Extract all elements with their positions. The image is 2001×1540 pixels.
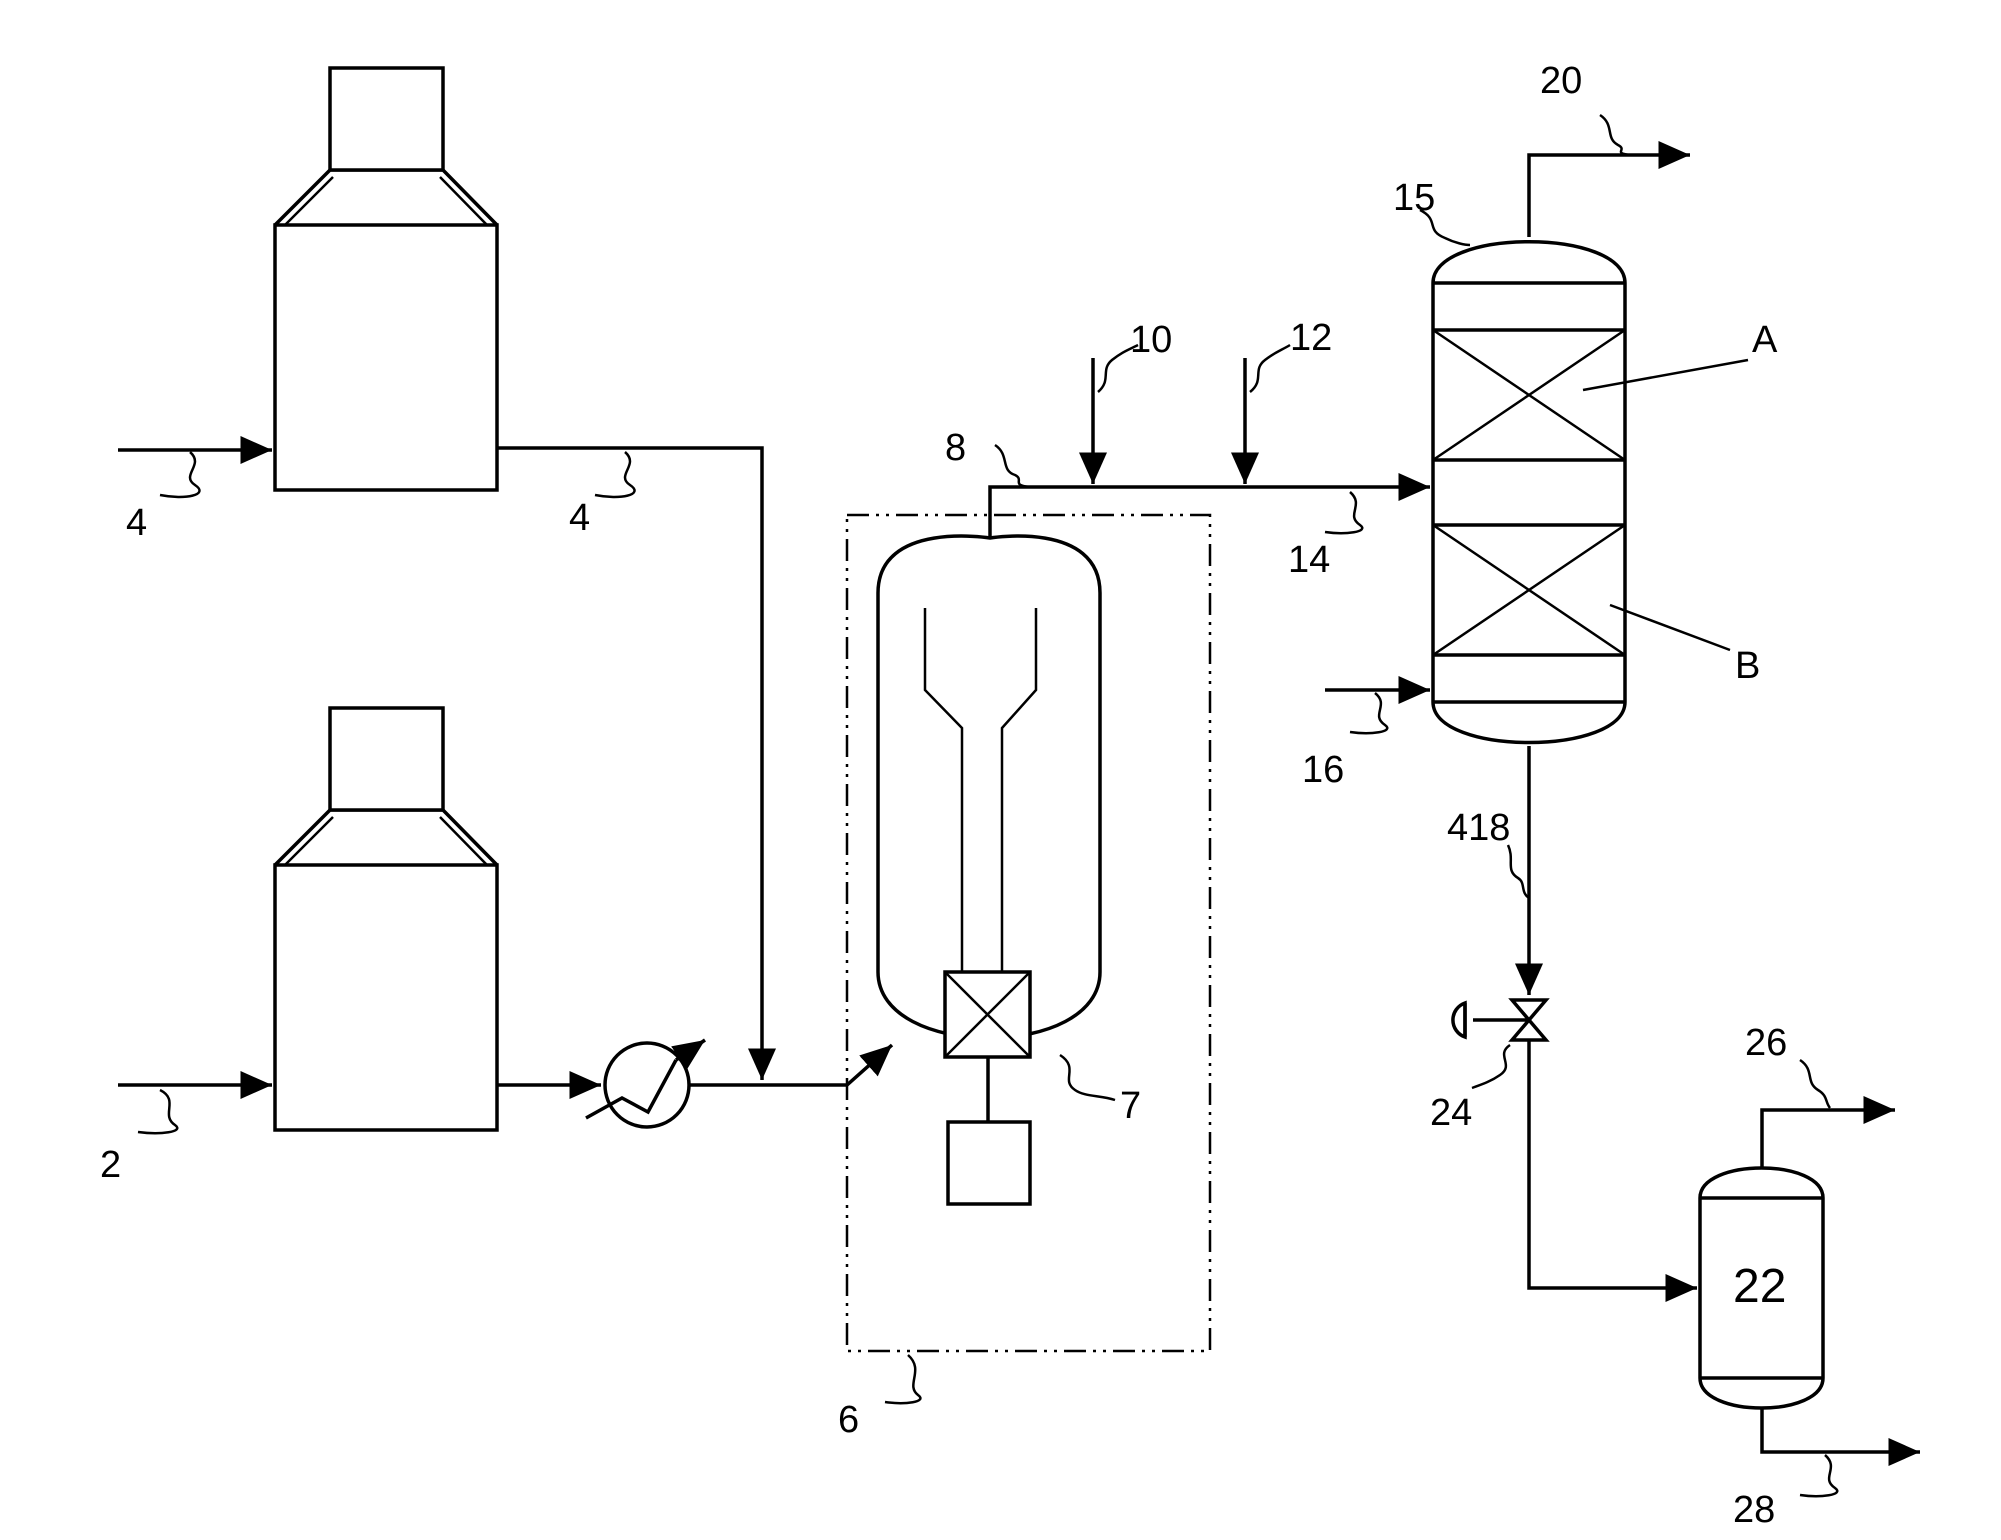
stream-28-leader [1800, 1455, 1837, 1496]
upper-feed-tank [275, 68, 497, 490]
label-stream-4-out: 4 [569, 497, 590, 539]
label-bed-a: A [1752, 319, 1778, 361]
stream-20-leader [1600, 115, 1630, 155]
stream-4-outlet-line [497, 448, 762, 1080]
valve-24-leader [1472, 1045, 1510, 1088]
stream-26-line [1762, 1110, 1895, 1168]
stream-8-leader [995, 445, 1030, 487]
label-unit-6: 6 [838, 1399, 859, 1441]
control-valve-24 [1453, 1000, 1546, 1040]
label-stream-16: 16 [1302, 749, 1344, 791]
label-stream-418: 418 [1447, 807, 1510, 849]
label-valve-24: 24 [1430, 1092, 1472, 1134]
stream-28-line [1762, 1408, 1920, 1452]
bed-b-leader [1610, 605, 1730, 650]
stream-4-outlet-leader [595, 452, 635, 497]
unit-7-leader [1060, 1055, 1115, 1100]
valve-to-vessel-line [1529, 1040, 1697, 1288]
label-bed-b: B [1735, 645, 1760, 687]
label-unit-7: 7 [1120, 1085, 1141, 1127]
stream-14-leader [1325, 492, 1362, 533]
stream-20-line [1529, 155, 1690, 237]
unit-6-leader [885, 1355, 920, 1403]
lower-feed-tank [275, 708, 497, 1130]
stream-16-leader [1350, 693, 1387, 733]
label-stream-26: 26 [1745, 1022, 1787, 1064]
heat-exchanger [586, 1040, 705, 1127]
reactor-vessel-7 [878, 536, 1100, 1204]
stream-26-leader [1800, 1060, 1830, 1108]
label-vessel-22: 22 [1733, 1260, 1786, 1313]
label-stream-20: 20 [1540, 60, 1582, 102]
column-15 [1433, 242, 1625, 743]
bed-a-leader [1583, 360, 1748, 390]
stream-8-14-line [990, 487, 1430, 538]
label-stream-28: 28 [1733, 1489, 1775, 1531]
label-stream-2: 2 [100, 1144, 121, 1186]
label-column-15: 15 [1393, 177, 1435, 219]
reactor-feed-line [689, 1045, 892, 1085]
label-stream-14: 14 [1288, 539, 1330, 581]
label-stream-12: 12 [1290, 317, 1332, 359]
stream-418-leader [1508, 845, 1529, 898]
stream-4-inlet-leader [160, 452, 200, 497]
label-stream-4-in: 4 [126, 502, 147, 544]
reactor-enclosure-6 [847, 515, 1210, 1351]
stream-12-leader [1250, 345, 1290, 392]
stream-2-inlet-leader [138, 1090, 177, 1133]
label-stream-10: 10 [1130, 319, 1172, 361]
label-stream-8: 8 [945, 427, 966, 469]
